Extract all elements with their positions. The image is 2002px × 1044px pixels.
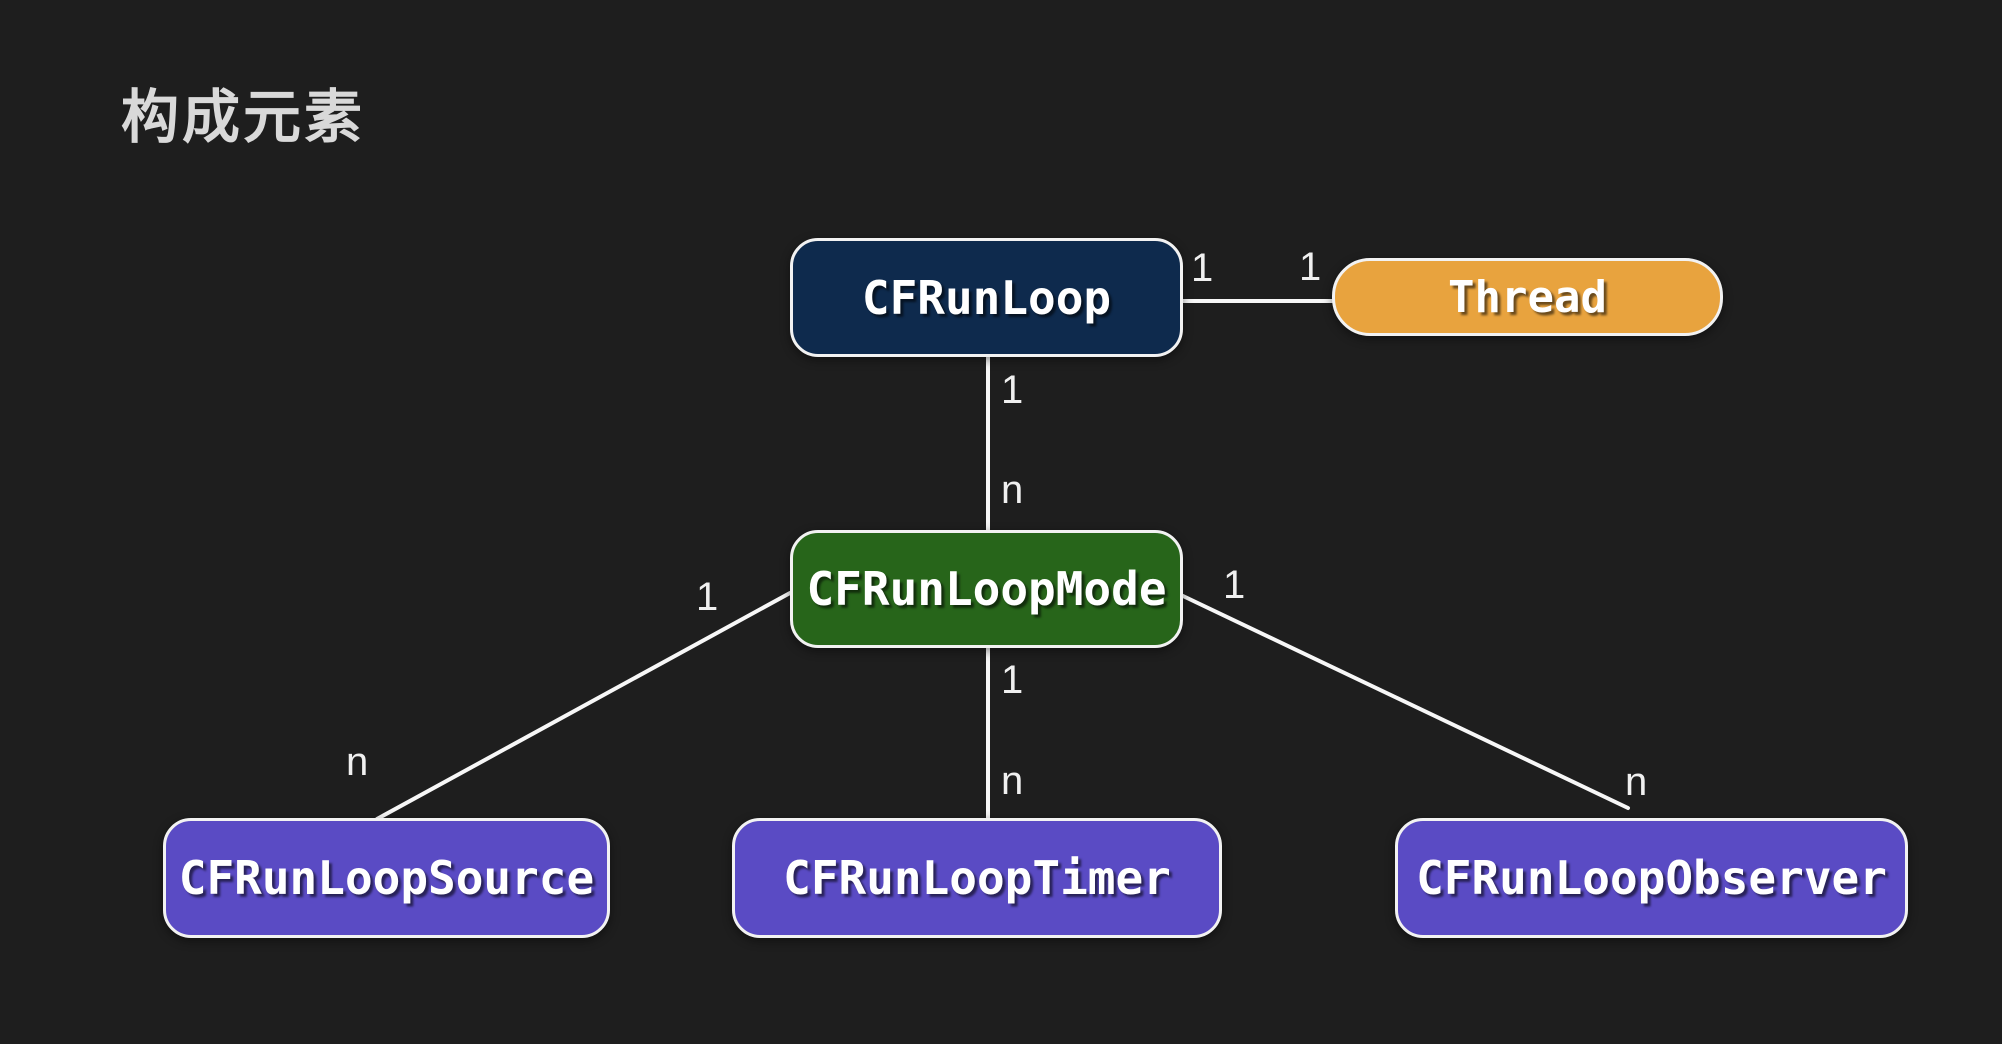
edge-mode-source xyxy=(375,591,792,821)
node-cfrunloopmode-label: CFRunLoopMode xyxy=(806,562,1167,616)
cardinality-cfrunloop-thread-to: 1 xyxy=(1299,245,1322,289)
node-cfrunlooptimer-label: CFRunLoopTimer xyxy=(783,851,1171,905)
cardinality-mode-source-to: n xyxy=(346,740,369,784)
node-cfrunloopobserver-label: CFRunLoopObserver xyxy=(1416,851,1887,905)
edge-mode-observer xyxy=(1181,594,1630,810)
page-title: 构成元素 xyxy=(121,85,366,150)
cardinality-mode-observer-from: 1 xyxy=(1223,563,1246,607)
cardinality-mode-timer-from: 1 xyxy=(1001,658,1024,702)
node-cfrunloopsource-label: CFRunLoopSource xyxy=(178,851,595,905)
cardinality-cfrunloop-thread-from: 1 xyxy=(1191,246,1214,290)
node-thread-label: Thread xyxy=(1448,271,1607,323)
node-cfrunloopobserver: CFRunLoopObserver xyxy=(1395,818,1908,938)
node-cfrunloopsource: CFRunLoopSource xyxy=(163,818,610,938)
cardinality-cfrunloop-mode-to: n xyxy=(1001,468,1024,512)
node-cfrunloop-label: CFRunLoop xyxy=(861,270,1112,325)
node-thread: Thread xyxy=(1332,258,1723,336)
node-cfrunlooptimer: CFRunLoopTimer xyxy=(732,818,1222,938)
cardinality-mode-timer-to: n xyxy=(1001,759,1024,803)
cardinality-cfrunloop-mode-from: 1 xyxy=(1001,368,1024,412)
cardinality-mode-observer-to: n xyxy=(1625,760,1648,804)
cardinality-mode-source-from: 1 xyxy=(696,575,719,619)
node-cfrunloopmode: CFRunLoopMode xyxy=(790,530,1183,648)
node-cfrunloop: CFRunLoop xyxy=(790,238,1183,357)
